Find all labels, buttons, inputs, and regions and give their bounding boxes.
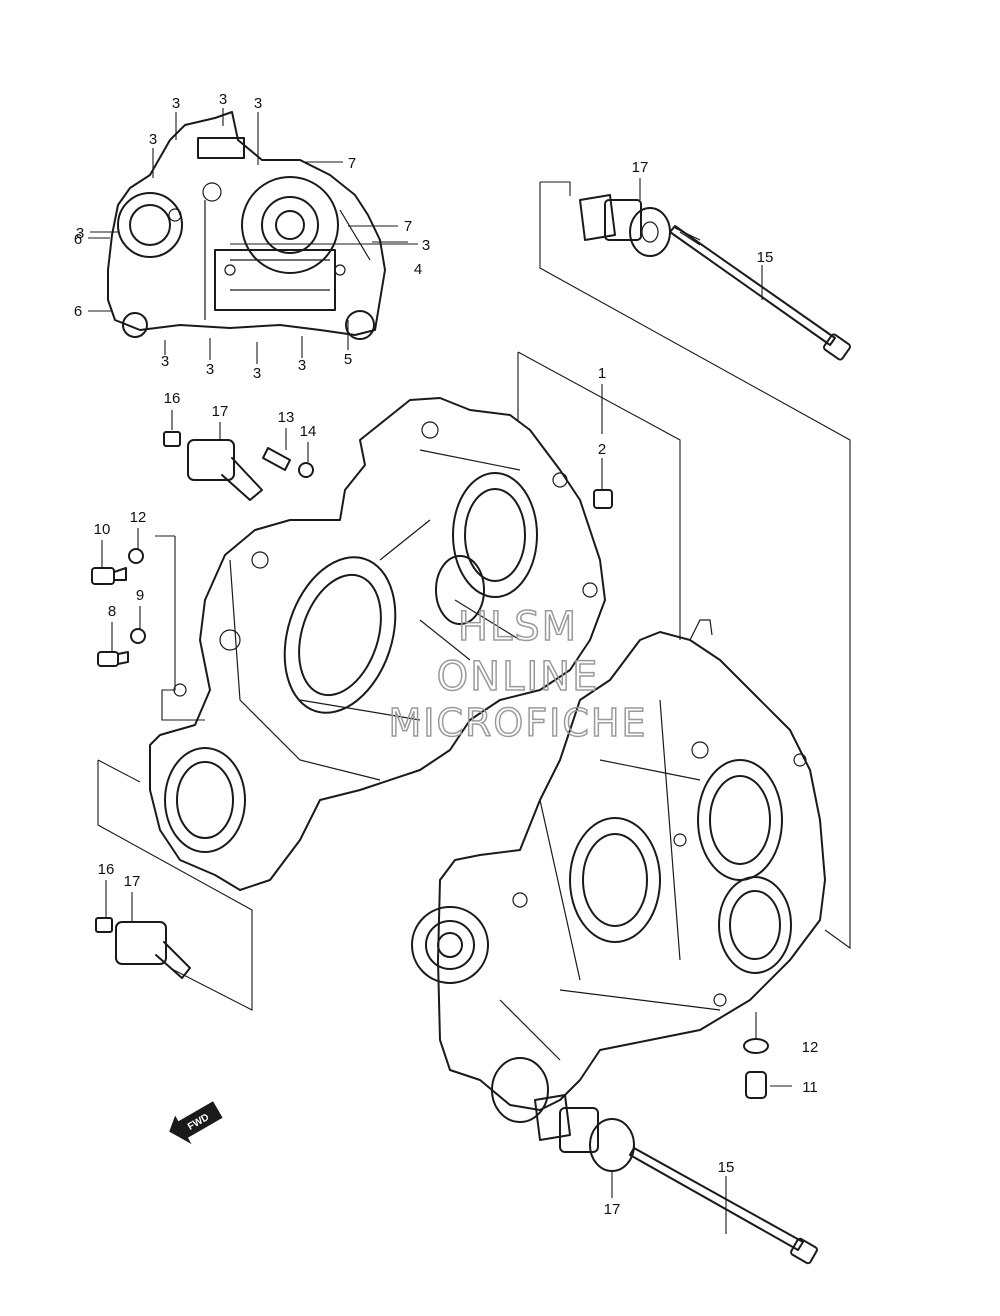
- bolts-left: [91, 548, 146, 667]
- callout-14: 14: [300, 423, 317, 440]
- callout-3-i: 3: [206, 361, 214, 378]
- callout-3-h: 3: [161, 353, 169, 370]
- plug-13-14: [262, 447, 314, 478]
- callout-3-k: 3: [298, 357, 306, 374]
- callout-11: 11: [802, 1079, 818, 1096]
- callout-3-a: 3: [172, 95, 180, 112]
- callout-17-b: 17: [212, 403, 229, 420]
- callout-3-d: 3: [149, 131, 157, 148]
- callout-13: 13: [278, 409, 295, 426]
- callout-17-c: 17: [124, 873, 141, 890]
- left-crankcase-half: [149, 397, 606, 891]
- inset-crankcase-view: [107, 111, 386, 340]
- callout-7-a: 7: [348, 155, 356, 172]
- callout-3-e: 3: [76, 225, 84, 242]
- callout-3-j: 3: [253, 365, 261, 382]
- callout-3-c: 3: [254, 95, 262, 112]
- callout-labels: 3 3 3 3 7 3 7 3 3 4 4 6 6 3 3 3 3 5 17 1…: [74, 91, 819, 1218]
- callout-8: 8: [108, 603, 116, 620]
- callout-10: 10: [94, 521, 111, 538]
- callout-6-b: 6: [74, 303, 82, 320]
- callout-3-b: 3: [219, 91, 227, 108]
- fwd-arrow: FWD: [169, 1101, 223, 1145]
- guide-lines: [97, 181, 851, 1011]
- callout-17-a: 17: [632, 159, 649, 176]
- callout-7-b: 7: [404, 218, 412, 235]
- watermark-line3: MICROFICHE: [388, 701, 647, 745]
- callout-leaders: [88, 108, 792, 1234]
- callout-5: 5: [344, 351, 352, 368]
- callout-12-a: 12: [130, 509, 147, 526]
- callout-15-a: 15: [757, 249, 774, 266]
- callout-3-f: 3: [422, 237, 430, 254]
- callout-1: 1: [598, 365, 606, 382]
- callout-6-a: 6: [74, 231, 82, 248]
- callout-16-b: 16: [98, 861, 115, 878]
- callout-4-visible: 4: [414, 261, 422, 278]
- bearing-left-lower: [95, 917, 191, 979]
- bearing-left-upper: [163, 431, 263, 501]
- bearing-bottom: [534, 1094, 635, 1172]
- callout-2: 2: [598, 441, 606, 458]
- bearing-top-right: [579, 194, 671, 257]
- callout-16-a: 16: [164, 390, 181, 407]
- right-crankcase-half: [411, 619, 826, 1123]
- callout-15-b: 15: [718, 1159, 735, 1176]
- watermark-line2: ONLINE: [437, 654, 600, 700]
- watermark: HLSM ONLINE MICROFICHE: [388, 603, 647, 746]
- callout-9: 9: [136, 587, 144, 604]
- callout-17-d: 17: [604, 1201, 621, 1218]
- bolt-top-right: [669, 225, 851, 361]
- dowel-pin: [593, 489, 613, 509]
- callout-12-b: 12: [802, 1039, 819, 1056]
- watermark-line1: HLSM: [458, 604, 578, 650]
- bolt-bottom: [629, 1147, 818, 1265]
- parts-11-12: [743, 1038, 769, 1099]
